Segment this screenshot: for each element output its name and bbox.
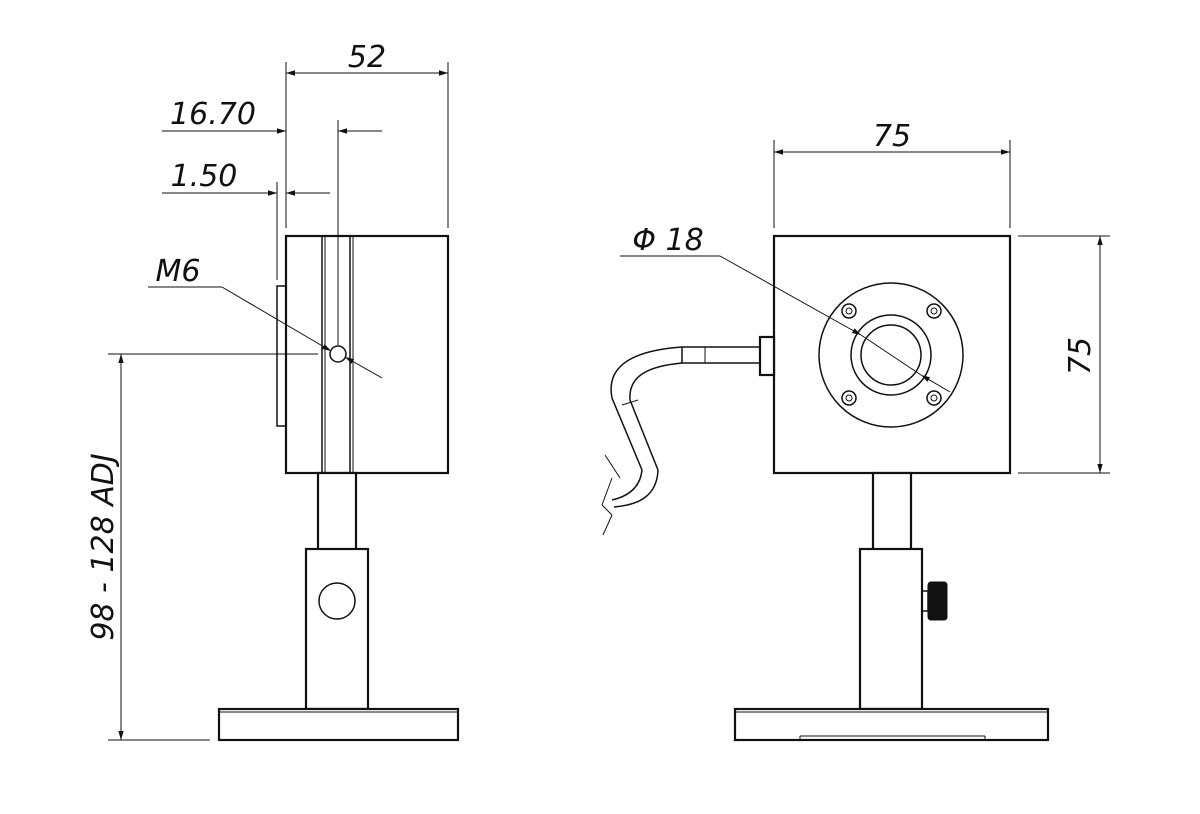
side-front-plate [276,285,287,427]
aperture-diameter-label: Φ 18 [632,223,703,258]
front-base [733,707,1050,742]
side-view [217,234,460,742]
fiber-ferrule [681,346,761,364]
dim-52-label: 52 [348,40,386,75]
height-range-label: 98 - 128 ADJ [86,453,121,640]
front-post-holder [858,547,924,711]
m6-label: M6 [156,254,201,289]
front-width-label: 75 [873,119,911,154]
side-knob [318,582,356,620]
aperture-inner [860,324,922,386]
front-height-label: 75 [1063,337,1098,375]
side-base [217,707,460,742]
aperture-ring [850,314,932,396]
fiber-cable-bottom [629,362,683,471]
fiber-connector [758,335,776,377]
fiber-cable-top [610,346,683,471]
side-dimensions: 52 16.70 1.50 M6 98 - 128 ADJ [86,40,449,741]
front-dimensions: 75 75 Φ 18 [620,119,1110,474]
front-body [772,234,1012,475]
side-post [316,471,358,553]
side-post-holder [304,547,370,711]
thumbscrew [927,581,948,621]
dim-1-50-label: 1.50 [171,159,238,194]
front-flange [818,282,964,428]
front-view [601,234,1050,742]
dim-16-70-label: 16.70 [170,97,256,132]
flange-screws [841,303,942,406]
m6-hole [329,345,347,363]
front-post [871,471,913,553]
